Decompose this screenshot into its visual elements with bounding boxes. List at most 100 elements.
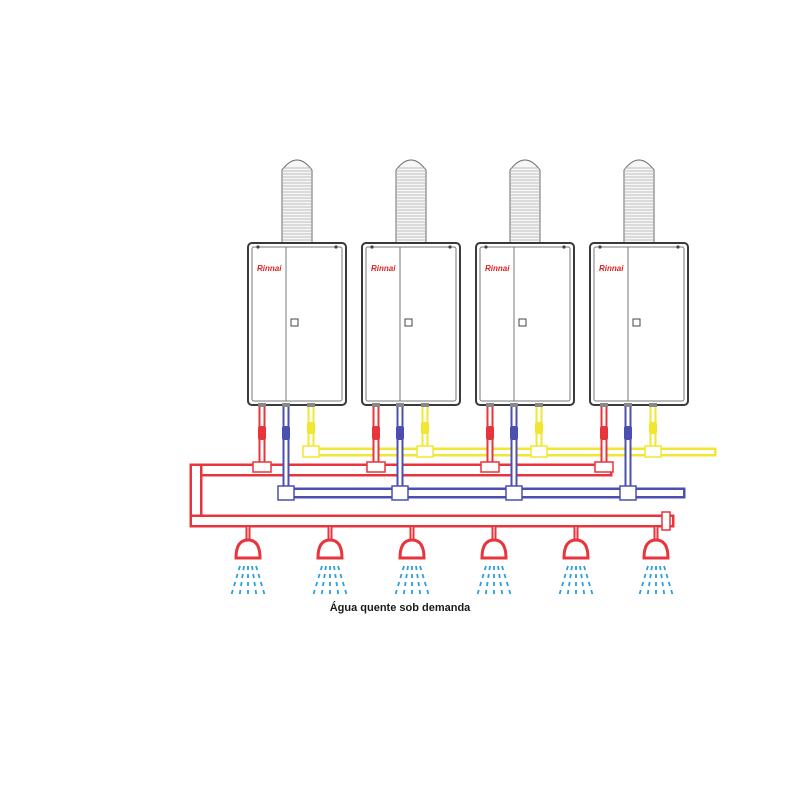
water-drop <box>476 589 480 595</box>
outlet-stub <box>258 403 266 407</box>
water-drop <box>670 589 674 595</box>
cold-valve-icon <box>510 426 518 440</box>
indicator-light-icon <box>290 318 299 327</box>
water-drop <box>426 589 430 595</box>
water-drop <box>563 573 567 579</box>
outlet-stub <box>372 403 380 407</box>
shower-rose <box>562 538 590 560</box>
water-drop <box>333 565 336 571</box>
cold-valve-icon <box>396 426 404 440</box>
indicator-light-icon <box>632 318 641 327</box>
water-drop <box>315 581 319 587</box>
water-drop <box>397 581 401 587</box>
water-drop <box>336 589 340 595</box>
water-drop <box>590 589 594 595</box>
shower-rose <box>642 538 670 560</box>
hot-valve-icon <box>258 426 266 440</box>
shower-head-icon <box>558 538 594 595</box>
water-drop <box>497 565 500 571</box>
gas-tee-fitting <box>302 445 320 458</box>
flue-body <box>623 159 655 244</box>
water-drop <box>241 573 244 579</box>
water-drop <box>479 581 483 587</box>
outlet-stub <box>649 403 657 407</box>
water-drop <box>415 565 418 571</box>
cold-tee-fitting <box>391 485 409 501</box>
heater-inner-panel <box>479 246 571 402</box>
brand-logo: Rinnai <box>371 264 396 273</box>
water-drop <box>483 565 487 571</box>
water-drop <box>646 589 650 595</box>
exhaust-flue <box>623 159 655 244</box>
water-drop <box>253 581 256 587</box>
water-drop <box>583 565 587 571</box>
water-drop <box>641 581 645 587</box>
heater-inner-panel <box>593 246 685 402</box>
heater-inner-panel <box>365 246 457 402</box>
shower-rose <box>480 538 508 560</box>
water-drop <box>406 565 409 571</box>
water-drop <box>324 565 327 571</box>
water-drop <box>566 589 570 595</box>
water-drop <box>402 589 406 595</box>
water-drop <box>579 565 582 571</box>
water-heater-unit: Rinnai <box>361 242 461 407</box>
water-drop <box>643 573 647 579</box>
gas-tee-fitting <box>416 445 434 458</box>
water-drop <box>582 589 586 595</box>
water-drop <box>660 573 663 579</box>
water-drop <box>233 581 237 587</box>
water-drop <box>237 565 241 571</box>
water-drop <box>319 565 323 571</box>
water-drop <box>481 573 485 579</box>
water-drop <box>344 589 348 595</box>
brand-logo: Rinnai <box>599 264 624 273</box>
water-drop <box>487 573 490 579</box>
water-drop <box>638 589 642 595</box>
water-drop <box>399 573 403 579</box>
water-drop <box>394 589 398 595</box>
water-drop <box>499 581 502 587</box>
water-drop <box>259 581 263 587</box>
hot-tee-fitting <box>480 461 500 473</box>
water-drop <box>565 565 569 571</box>
outlet-stub <box>510 403 518 407</box>
water-drop <box>419 565 423 571</box>
water-drop <box>257 573 261 579</box>
screw-icon <box>484 245 488 249</box>
water-drop <box>240 581 243 587</box>
outlet-stub <box>535 403 543 407</box>
water-drop <box>661 581 664 587</box>
water-drop <box>581 581 584 587</box>
water-heater-unit: Rinnai <box>475 242 575 407</box>
screw-icon <box>448 245 452 249</box>
shower-head-icon <box>638 538 674 595</box>
flue-body <box>395 159 427 244</box>
water-drop <box>503 573 507 579</box>
brand-logo: Rinnai <box>485 264 510 273</box>
exhaust-flue <box>281 159 313 244</box>
water-drop <box>312 589 316 595</box>
gas-valve-icon <box>307 422 315 434</box>
outlet-stub <box>486 403 494 407</box>
water-drop <box>255 565 259 571</box>
water-drop <box>488 565 491 571</box>
shower-head-icon <box>476 538 512 595</box>
water-drop <box>230 589 234 595</box>
water-drop <box>339 573 343 579</box>
water-drop <box>404 581 407 587</box>
water-drop <box>587 581 591 587</box>
water-drop <box>649 573 652 579</box>
shower-group <box>230 538 674 595</box>
screw-icon <box>676 245 680 249</box>
pipe-network <box>189 404 717 543</box>
shower-head-icon <box>230 538 266 595</box>
flue-body <box>281 159 313 244</box>
water-drop <box>421 573 425 579</box>
indicator-light-icon <box>518 318 527 327</box>
water-drop <box>648 581 651 587</box>
screw-icon <box>370 245 374 249</box>
water-drop <box>418 589 422 595</box>
hot-tee-fitting <box>252 461 272 473</box>
